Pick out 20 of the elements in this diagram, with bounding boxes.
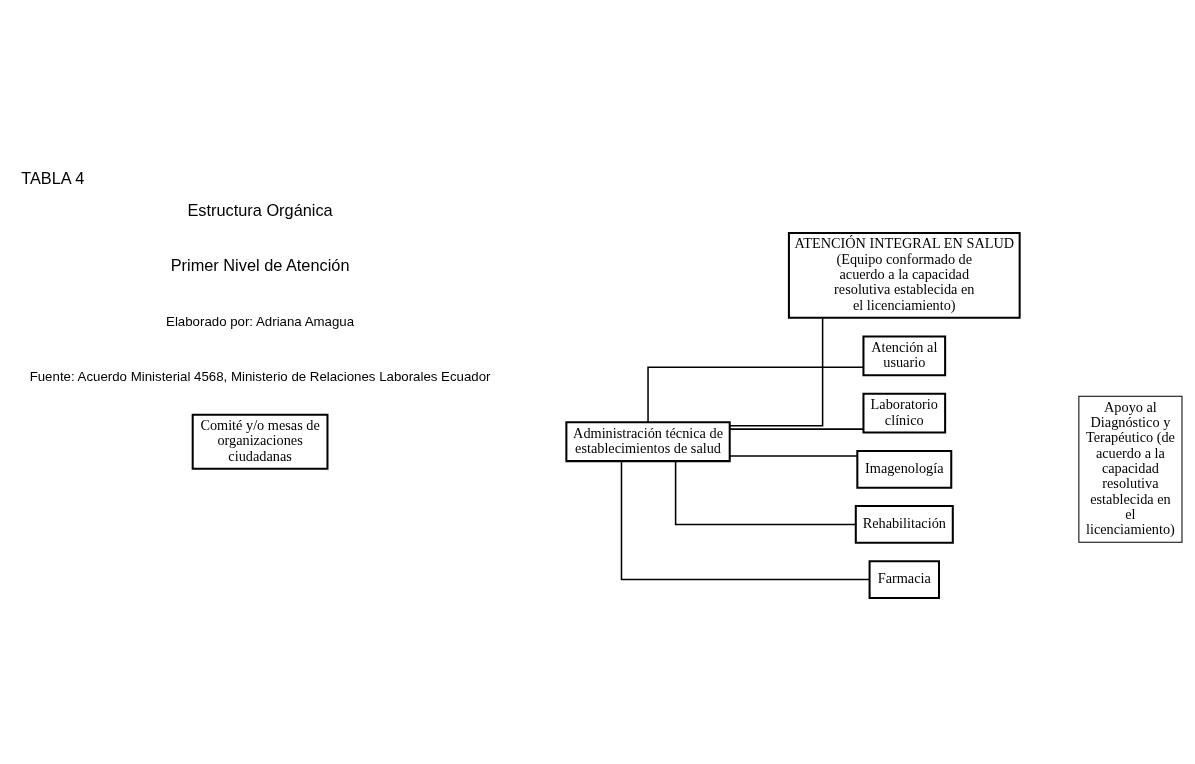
connector: [647, 365, 865, 423]
label: Fuente: Acuerdo Ministerial 4568, Ministerio de Relaciones Laborales Ecuador: [29, 368, 491, 384]
connector: [620, 459, 871, 580]
label: Estructura Orgánica: [187, 200, 333, 219]
node-box: Rehabilitación: [854, 504, 954, 544]
connector: [729, 427, 865, 430]
node-box: Administración técnica de establecimientos de salud: [565, 420, 731, 462]
node-box: Laboratorio clínico: [862, 392, 947, 434]
node-box: Farmacia: [868, 559, 940, 599]
node-box: Imagenología: [856, 449, 953, 489]
label: Primer Nivel de Atención: [170, 255, 350, 274]
diagram-title: TABLA 4: [21, 168, 85, 187]
connector: [674, 460, 857, 525]
node-box: ATENCIÓN INTEGRAL EN SALUD (Equipo conformado de acuerdo a la capacidad resolutiva establecida en el licenciamiento): [787, 231, 1021, 319]
label: Elaborado por: Adriana Amagua: [166, 313, 355, 329]
connector: [729, 316, 824, 426]
node-box: Apoyo al Diagnóstico y Terapéutico (de acuerdo a la capacidad resolutiva establecida en el licenciamiento): [1078, 395, 1183, 543]
connector: [729, 454, 858, 457]
node-box: Comité y/o mesas de organizaciones ciudadanas: [191, 413, 329, 470]
node-box: Atención al usuario: [862, 335, 947, 376]
